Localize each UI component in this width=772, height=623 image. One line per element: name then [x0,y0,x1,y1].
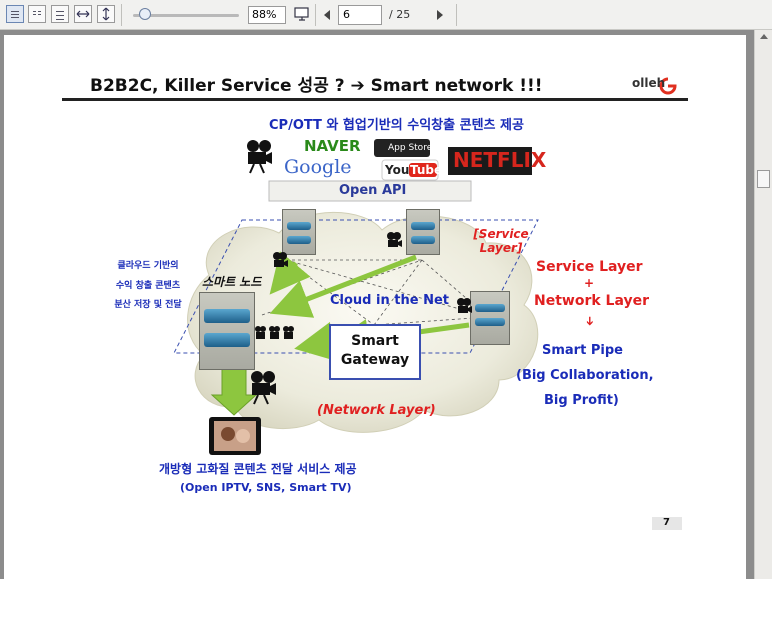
next-document-page [4,593,746,623]
title-underline [62,98,688,101]
right-arrow: ➔ [583,315,598,327]
fit-height-icon [102,7,110,21]
server-icon [282,209,316,255]
fullscreen-button[interactable] [293,5,311,23]
toolbar-separator [315,4,316,26]
big-collaboration-label: (Big Collaboration, [516,368,654,383]
fit-height-button[interactable] [97,5,115,23]
toolbar-separator [456,4,457,26]
bottom-subcaption: (Open IPTV, SNS, Smart TV) [180,481,352,494]
open-api-label: Open API [339,183,407,198]
cloud-in-net-label: Cloud in the Net [330,293,449,308]
down-arrow [210,367,258,416]
appstore-logo-text: App Store [388,143,433,153]
document-page: B2B2C, Killer Service 성공 ? ➔ Smart netwo… [4,35,746,587]
olleh-logo-mark [659,77,677,95]
big-profit-label: Big Profit) [544,393,619,408]
naver-logo-text: NAVER [304,137,361,155]
slide-subtitle: CP/OTT 와 협업기반의 수익창출 콘텐츠 제공 [269,118,524,133]
google-logo-text: Google [284,156,352,178]
camera-icon [251,371,276,405]
bottom-caption: 개방형 고화질 콘텐츠 전달 서비스 제공 [159,462,357,476]
fit-width-icon [76,10,90,18]
thumbnail-grid-button[interactable] [51,5,69,23]
camera-icon [457,298,472,313]
youtube-you-text: You [385,163,410,177]
next-page-icon[interactable] [437,10,443,20]
previous-page-icon[interactable] [324,10,330,20]
vertical-scrollbar[interactable] [754,30,772,579]
slide-page-number: 7 [663,517,670,528]
camera-group-icon [255,326,294,339]
netflix-logo-text: NETFLIX [453,148,547,172]
camera-icon [387,232,402,247]
network-layer-tag: (Network Layer) [317,403,436,418]
smart-gateway-line2: Gateway [340,352,410,368]
smart-node-label: 스마트 노드 [202,275,262,289]
toolbar-separator [121,4,122,26]
page-number-field[interactable]: 6 [338,5,382,25]
monitor-icon [294,7,309,21]
slide-title: B2B2C, Killer Service 성공 ? ➔ Smart netwo… [90,76,543,96]
smart-pipe-label: Smart Pipe [542,343,623,358]
network-diagram-graphics [62,77,688,530]
page-total-label: / 25 [389,8,411,21]
service-layer-tag: [Service Layer] [473,227,529,255]
page-number-box [652,517,682,530]
zoom-slider-track[interactable] [133,14,239,17]
two-page-view-button[interactable] [28,5,46,23]
cloud-caption-line1: 클라우드 기반의 [117,261,179,271]
server-icon [470,291,510,345]
fit-width-button[interactable] [74,5,92,23]
document-viewport: B2B2C, Killer Service 성공 ? ➔ Smart netwo… [0,30,754,623]
server-icon [406,209,440,255]
right-network-layer: Network Layer [534,293,650,309]
smart-node-server-icon [199,292,255,370]
zoom-slider-knob[interactable] [139,8,151,20]
youtube-tube-text: Tube [410,163,443,177]
scrollbar-thumb[interactable] [757,170,770,188]
smart-gateway-line1: Smart [351,333,399,349]
scroll-up-icon[interactable] [760,34,768,39]
olleh-brand-text: olleh [632,76,666,90]
netflix-logo-bg [448,147,532,175]
camera-icon [273,252,288,267]
appstore-badge-bg [374,139,430,157]
cloud-caption-line2: 수익 창출 콘텐츠 [115,281,181,291]
cloud-caption-line3: 분산 저장 및 전달 [114,300,182,310]
right-plus: + [584,276,595,290]
camera-icon [247,140,272,174]
single-page-view-button[interactable] [6,5,24,23]
zoom-level-field[interactable]: 88% [248,6,286,24]
viewer-toolbar: 88% 6 / 25 [0,0,772,30]
open-api-bar [268,180,472,202]
right-service-layer: Service Layer [536,259,643,275]
smart-gateway-box [329,324,421,380]
